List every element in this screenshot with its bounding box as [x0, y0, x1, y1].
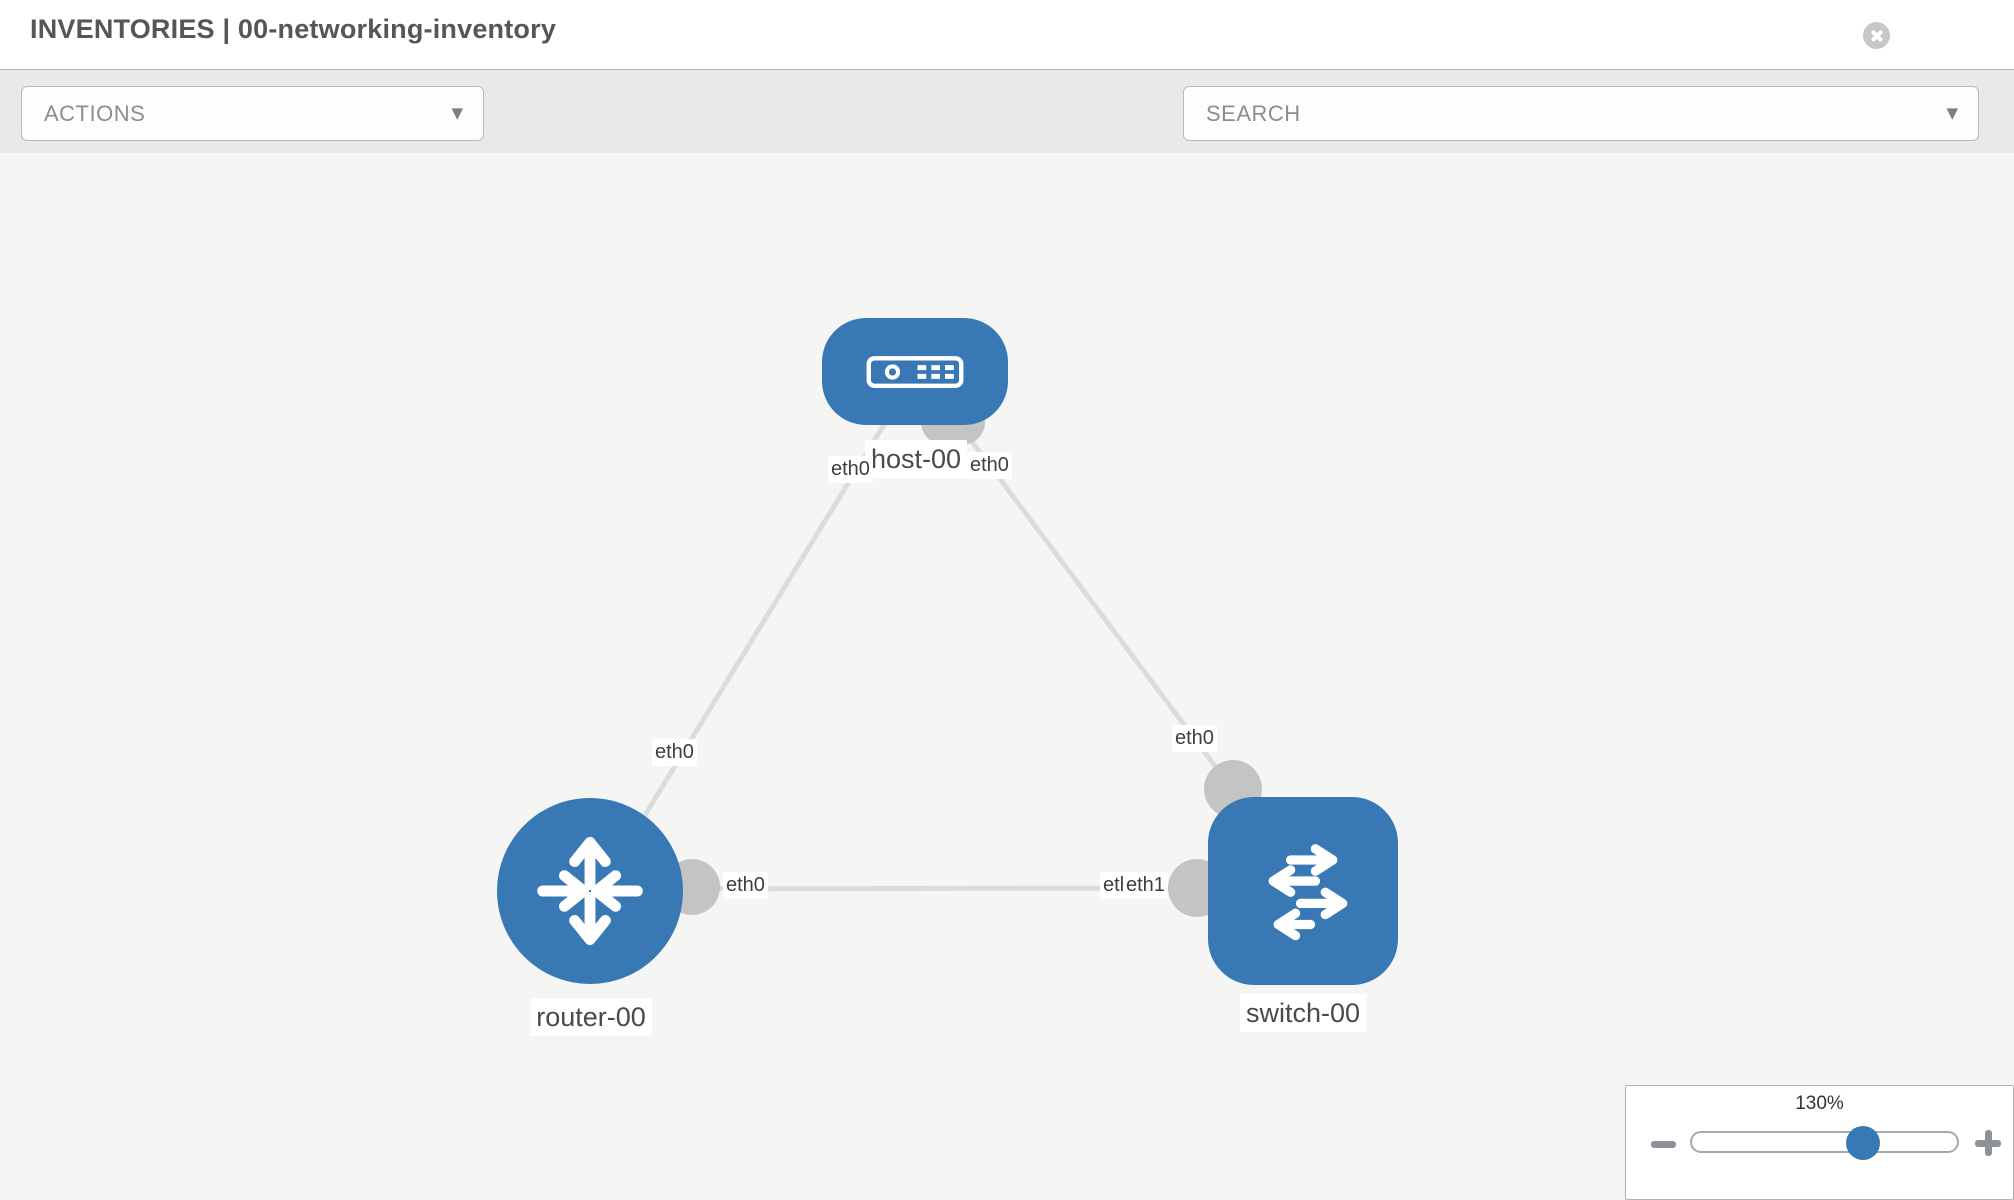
node-label-switch: switch-00: [1239, 994, 1367, 1033]
close-icon[interactable]: [1863, 22, 1890, 49]
router-arrows-icon: [537, 836, 643, 946]
actions-dropdown[interactable]: ACTIONS ▼: [21, 86, 484, 141]
node-label-router: router-00: [530, 998, 652, 1037]
host-server-icon: [866, 355, 964, 388]
zoom-level: 130%: [1795, 1093, 1844, 1114]
chevron-down-icon: ▼: [1946, 104, 1958, 122]
zoom-slider-track[interactable]: [1690, 1131, 1959, 1153]
node-router-00[interactable]: [497, 798, 683, 984]
actions-dropdown-label: ACTIONS: [44, 101, 146, 126]
interface-label: eth0: [652, 739, 697, 766]
zoom-out-button[interactable]: [1651, 1141, 1676, 1148]
interface-label: eth1: [1123, 872, 1168, 899]
interface-label: eth0: [828, 456, 873, 483]
node-host-00[interactable]: [822, 318, 1008, 425]
chevron-down-icon: ▼: [451, 104, 463, 122]
panel-header: INVENTORIES | 00-networking-inventory: [0, 0, 2014, 69]
topology-canvas[interactable]: [0, 153, 2014, 1200]
interface-label: eth0: [967, 452, 1012, 479]
search-dropdown-label: SEARCH: [1206, 101, 1301, 126]
switch-arrows-icon: [1268, 844, 1348, 941]
page-title: INVENTORIES | 00-networking-inventory: [30, 14, 557, 44]
interface-label: eth0: [1172, 725, 1217, 752]
node-label-host: host-00: [864, 440, 968, 479]
search-dropdown[interactable]: SEARCH ▼: [1183, 86, 1979, 141]
node-switch-00[interactable]: [1208, 797, 1398, 985]
zoom-slider-thumb[interactable]: [1846, 1126, 1880, 1160]
interface-label-clipped: eth0: [1100, 872, 1127, 899]
interface-label: eth0: [723, 872, 768, 899]
zoom-in-button[interactable]: [1975, 1130, 2001, 1156]
